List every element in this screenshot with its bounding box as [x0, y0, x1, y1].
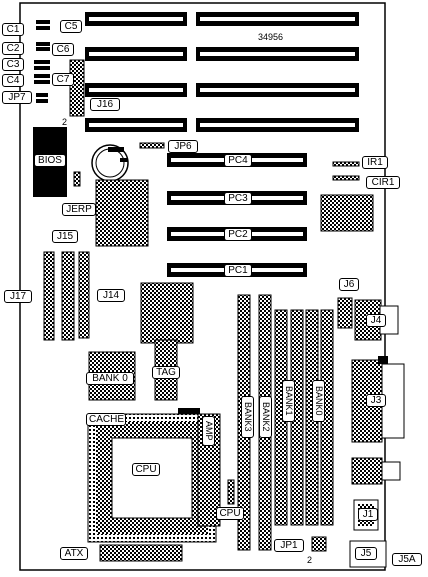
label-j6: J6	[339, 278, 359, 291]
label-c7: C7	[52, 73, 74, 86]
pci-slots	[167, 153, 307, 277]
chipset-chip-mid	[140, 282, 194, 344]
label-pc1: PC1	[224, 264, 252, 277]
label-pc4: PC4	[224, 154, 252, 167]
label-bios: BIOS	[34, 154, 66, 167]
jp6-jumper	[139, 142, 165, 149]
label-pc2: PC2	[224, 228, 252, 241]
board-id: 34956	[258, 32, 284, 42]
label-atx: ATX	[60, 547, 88, 560]
label-cir1: CIR1	[366, 176, 400, 189]
chipset-chip-right	[320, 194, 374, 232]
label-bank1: BANK1	[282, 380, 295, 422]
label-j14: J14	[97, 289, 125, 302]
j17-header	[43, 251, 55, 341]
label-c1: C1	[2, 23, 24, 36]
label-j5: J5	[355, 547, 377, 560]
memory-slots	[237, 294, 334, 551]
label-bank2: BANK2	[259, 396, 272, 438]
label-j15: J15	[52, 230, 78, 243]
label-ir1: IR1	[362, 156, 388, 169]
label-amp: AMP	[202, 416, 215, 446]
label-jp1: JP1	[274, 539, 304, 552]
label-j16: J16	[90, 98, 120, 111]
jp1-header	[311, 536, 327, 552]
label-cache: CACHE	[86, 413, 126, 426]
label-j17: J17	[4, 290, 32, 303]
label-tag: TAG	[152, 366, 180, 379]
cir1-header	[332, 175, 360, 181]
label-c3: C3	[2, 58, 24, 71]
label-c6: C6	[52, 43, 74, 56]
isa-slots-right-inner	[200, 17, 355, 127]
pin-mark-jp7: 2	[62, 117, 68, 127]
label-c2: C2	[2, 42, 24, 55]
j14-header	[78, 251, 90, 339]
label-j5a: J5A	[392, 553, 422, 566]
label-j3: J3	[366, 394, 386, 407]
label-cpu: CPU	[132, 463, 160, 476]
jerp-jumper	[73, 171, 81, 187]
label-bank3: BANK3	[241, 396, 254, 438]
label-bank-0-chip: BANK 0	[86, 372, 134, 385]
label-cpu-jumper: CPU	[216, 507, 244, 520]
label-c4: C4	[2, 74, 24, 87]
j16-header	[69, 59, 85, 117]
isa-slots-right	[196, 12, 359, 132]
label-j1: J1	[358, 508, 378, 521]
isa-slots-left-inner	[89, 17, 183, 127]
atx-connector	[99, 544, 183, 562]
j6-header	[337, 297, 353, 329]
label-bank0: BANK0	[312, 380, 325, 422]
label-jerp: JERP	[62, 203, 96, 216]
ps2-connector	[351, 457, 383, 485]
board-outline	[19, 2, 386, 571]
label-jp7: JP7	[2, 91, 32, 104]
label-c5: C5	[60, 20, 82, 33]
label-jp6: JP6	[168, 140, 198, 153]
c-jumper-headers	[34, 20, 50, 103]
ir1-header	[332, 161, 360, 167]
isa-slots-left	[85, 12, 187, 132]
cpu-jumper-pins	[227, 479, 235, 505]
label-pc3: PC3	[224, 192, 252, 205]
label-j4: J4	[366, 314, 386, 327]
j15-header	[61, 251, 75, 341]
pin-mark-jp1: 2	[307, 555, 313, 565]
